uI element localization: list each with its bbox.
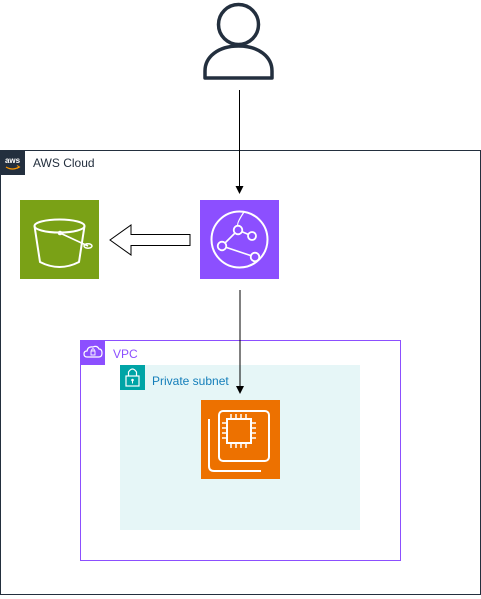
s3-bucket-icon (20, 200, 99, 279)
cloudfront-icon (200, 200, 279, 279)
aws-logo-icon: aws (0, 150, 25, 175)
user-icon (203, 2, 274, 80)
aws-cloud-label: AWS Cloud (33, 156, 95, 170)
aws-logo-text: aws (5, 156, 21, 165)
vpc-label: VPC (113, 347, 138, 361)
vpc-cloud-icon (80, 340, 105, 365)
ec2-instance-icon (201, 400, 280, 479)
lock-icon (120, 365, 145, 390)
private-subnet-label: Private subnet (152, 374, 229, 388)
vpc-group: VPC (80, 340, 401, 561)
block-arrow-cloudfront-to-s3 (109, 224, 191, 256)
